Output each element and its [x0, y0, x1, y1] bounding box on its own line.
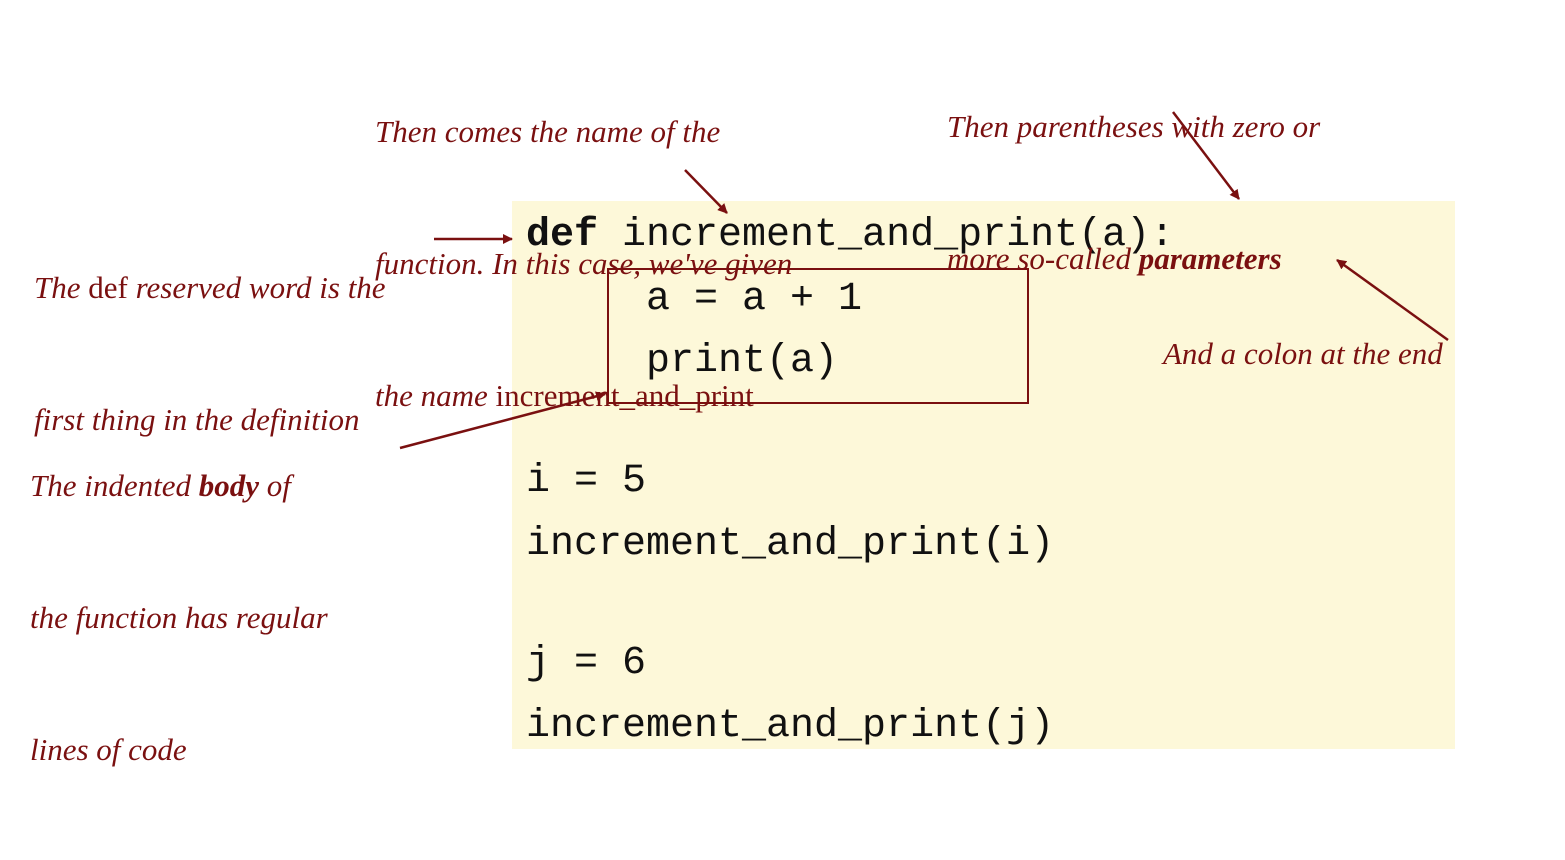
annotation-def-keyword-suffix: reserved word is the	[127, 270, 386, 305]
annotation-def-keyword: The def reserved word is the first thing…	[34, 178, 386, 530]
annotation-function-name-line-3: the name increment_and_print	[375, 374, 792, 418]
annotation-def-keyword-prefix: The	[34, 270, 89, 305]
annotation-parameters-line-2: more so-called parameters	[947, 237, 1320, 281]
annotation-body-line-3: lines of code	[30, 732, 187, 767]
annotation-parameters-prefix: more so-called	[947, 241, 1139, 276]
annotation-function-name-prefix: the name	[375, 378, 496, 413]
annotation-function-name: Then comes the name of the function. In …	[375, 22, 792, 506]
annotation-body: The indented body of the function has re…	[30, 376, 328, 860]
annotation-body-line-2: the function has regular	[30, 600, 328, 635]
arrow-to-colon	[1336, 258, 1449, 342]
annotation-arrows	[399, 111, 1449, 450]
annotation-body-term: body	[198, 468, 260, 503]
annotation-body-line-1: The indented body of	[30, 464, 328, 508]
code-line-call-i: increment_and_print(i)	[526, 522, 1055, 567]
code-line-call-j: increment_and_print(j)	[526, 704, 1055, 749]
annotation-body-prefix: The indented	[30, 468, 199, 503]
annotation-parameters: Then parentheses with zero or more so-ca…	[947, 17, 1320, 369]
function-signature: increment_and_print(a):	[598, 213, 1175, 258]
code-block-background	[512, 201, 1455, 749]
annotation-function-name-line-2: function. In this case, we've given	[375, 246, 793, 281]
annotation-def-keyword-line-1: The def reserved word is the	[34, 266, 386, 310]
annotation-colon: And a colon at the end	[1163, 336, 1443, 371]
function-definition-diagram: def increment_and_print(a): a = a + 1 pr…	[30, 17, 1455, 767]
code-line-body-1: a = a + 1	[646, 277, 863, 322]
annotation-body-suffix: of	[259, 468, 291, 503]
code-line-assign-j: j = 6	[526, 641, 647, 686]
annotation-function-name-line-1: Then comes the name of the	[375, 114, 721, 149]
def-keyword: def	[526, 213, 599, 258]
annotation-function-name-example: increment_and_print	[495, 378, 754, 413]
code-line-def: def increment_and_print(a):	[526, 213, 1174, 259]
arrow-to-function-name	[684, 169, 728, 214]
annotation-def-keyword-word: def	[88, 270, 128, 305]
arrow-to-function-body	[399, 391, 606, 450]
arrow-to-parameters	[1172, 111, 1240, 200]
code-line-body-2: print(a)	[646, 339, 839, 384]
annotation-parameters-term: parameters	[1138, 241, 1282, 276]
code-line-assign-i: i = 5	[526, 459, 647, 504]
annotation-parameters-line-1: Then parentheses with zero or	[947, 109, 1321, 144]
function-body-box	[607, 268, 1029, 404]
annotation-def-keyword-line-2: first thing in the definition	[34, 402, 360, 437]
